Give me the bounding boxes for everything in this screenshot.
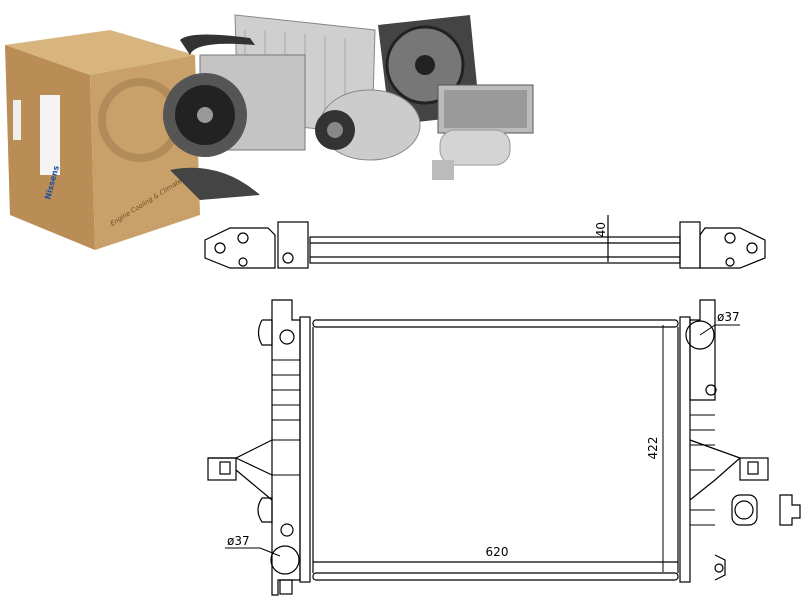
- ac-compressor: [315, 89, 421, 161]
- left-tank: [207, 299, 311, 596]
- outlet-diameter-label: ø37: [227, 534, 250, 548]
- blower-motor: [163, 34, 260, 200]
- drain-plug-detail: [731, 494, 801, 526]
- dimension-lines: [225, 324, 740, 572]
- inlet-diameter-label: ø37: [717, 310, 740, 324]
- right-tank: [679, 299, 769, 583]
- radiator-top-view: [204, 215, 766, 269]
- barcode: [13, 100, 21, 140]
- heater-core: [437, 84, 534, 134]
- product-photo-collage: Nissens Engine Cooling & Climate: [5, 14, 534, 250]
- core: [312, 319, 679, 581]
- radiator-front-view: [207, 299, 801, 596]
- receiver-drier: [432, 129, 511, 180]
- height-dimension: 422: [646, 437, 660, 460]
- box-label: [40, 95, 60, 175]
- nissens-box: Nissens Engine Cooling & Climate: [5, 30, 200, 250]
- thickness-dimension: 40: [594, 222, 608, 237]
- width-dimension: 620: [486, 545, 509, 559]
